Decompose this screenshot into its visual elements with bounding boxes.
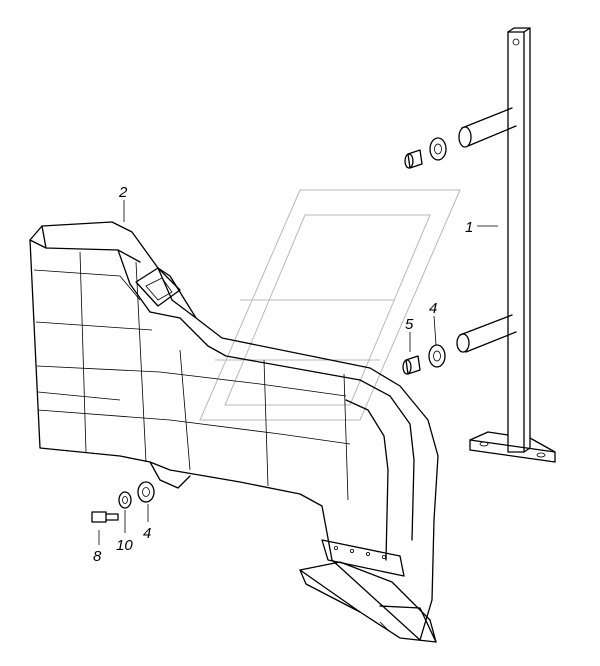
callout-10: 10 (116, 537, 133, 554)
air-duct (29, 221, 439, 643)
stand-bracket (456, 27, 556, 463)
callout-4-upper: 4 (429, 300, 437, 317)
leader-lines (98, 200, 498, 545)
callout-4-lower: 4 (143, 525, 151, 542)
bolt-assembly (91, 481, 155, 523)
lower-bushing (402, 344, 446, 375)
upper-bushing (404, 137, 447, 169)
watermark-logo (199, 189, 461, 421)
callout-2: 2 (118, 184, 128, 201)
callout-8: 8 (93, 548, 102, 565)
callout-1: 1 (465, 219, 473, 236)
callout-5: 5 (405, 316, 414, 333)
